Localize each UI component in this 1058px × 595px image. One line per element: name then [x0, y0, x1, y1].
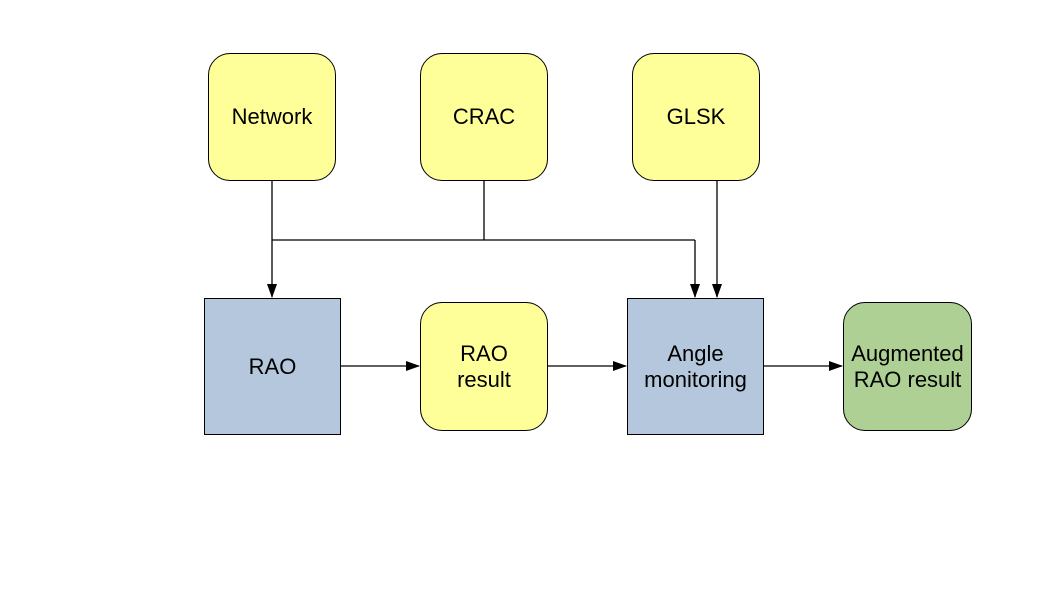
node-rao[interactable]: RAO — [204, 298, 341, 435]
node-augmented-rao-result[interactable]: Augmented RAO result — [843, 302, 972, 431]
node-angle-monitoring[interactable]: Angle monitoring — [627, 298, 764, 435]
node-rao-label: RAO — [248, 353, 297, 379]
node-crac[interactable]: CRAC — [420, 53, 548, 181]
node-rao-result[interactable]: RAO result — [420, 302, 548, 431]
node-network-label: Network — [231, 104, 313, 129]
node-angle-monitoring-label: Angle monitoring — [644, 340, 747, 392]
node-glsk-label: GLSK — [666, 104, 726, 129]
node-network[interactable]: Network — [208, 53, 336, 181]
node-crac-label: CRAC — [452, 104, 516, 129]
node-rao-result-label: RAO result — [457, 340, 511, 392]
node-glsk[interactable]: GLSK — [632, 53, 760, 181]
node-augmented-rao-result-label: Augmented RAO result — [851, 340, 964, 392]
